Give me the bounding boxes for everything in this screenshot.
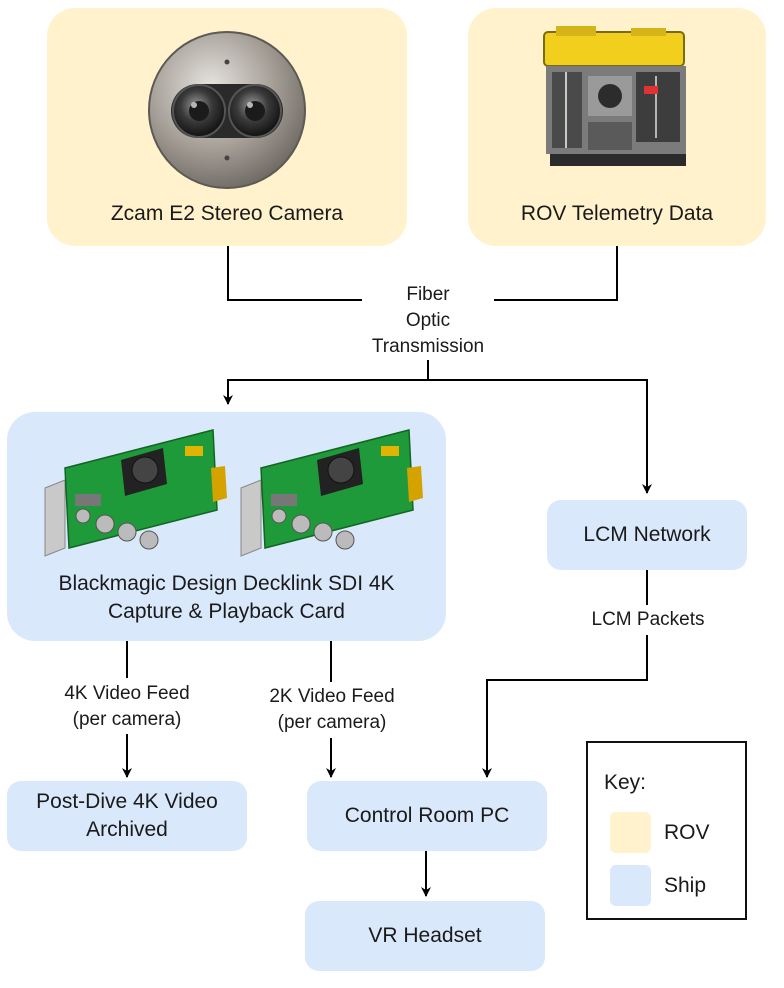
telemetry-label: ROV Telemetry Data: [520, 202, 714, 225]
legend-ship-label: Ship: [664, 874, 707, 897]
camera-label: Zcam E2 Stereo Camera: [110, 202, 344, 225]
camera-to-fiber-line: [227, 246, 362, 301]
telemetry-to-fiber-line: [494, 246, 618, 301]
decklink-label: Blackmagic Design Decklink SDI 4K Captur…: [7, 570, 446, 626]
capture-card-left: [44, 429, 227, 557]
feed-4k-label: 4K Video Feed (per camera): [47, 681, 207, 733]
archive-label-line1: Post-Dive 4K Video: [36, 790, 218, 813]
legend-key: Key: ROV Ship: [586, 741, 747, 920]
fiber-line3: Transmission: [371, 336, 485, 357]
fiber-line1: Fiber: [406, 284, 450, 305]
telemetry-node: ROV Telemetry Data: [468, 8, 766, 246]
feed-2k-line2: (per camera): [277, 712, 387, 733]
decklink-label-line2: Capture & Playback Card: [108, 600, 345, 623]
feed-2k-label: 2K Video Feed (per camera): [251, 684, 413, 736]
feed-4k-line2: (per camera): [72, 709, 182, 730]
fiber-line2: Optic: [405, 310, 451, 331]
capture-card-right: [240, 429, 423, 557]
vr-headset-label: VR Headset: [368, 924, 482, 947]
lcm-network-node: LCM Network: [547, 500, 747, 570]
decklink-label-line1: Blackmagic Design Decklink SDI 4K: [58, 572, 395, 595]
legend-rov-swatch: [610, 812, 651, 853]
control-pc-node: Control Room PC: [307, 781, 547, 851]
stereo-camera-image: [148, 31, 306, 189]
legend-rov-label: ROV: [664, 821, 710, 844]
lcm-network-label: LCM Network: [583, 523, 711, 546]
legend-ship-swatch: [610, 865, 651, 906]
legend-title: Key:: [604, 771, 647, 794]
lcm-to-pc-line: [482, 635, 648, 778]
fiber-optic-label: Fiber Optic Transmission: [362, 282, 494, 360]
fiber-to-decklink-line: [223, 379, 428, 405]
archive-node: Post-Dive 4K Video Archived: [7, 781, 247, 851]
archive-label: Post-Dive 4K Video Archived: [7, 781, 247, 851]
control-pc-label: Control Room PC: [344, 804, 510, 827]
vr-headset-node: VR Headset: [305, 901, 545, 971]
decklink-node: Blackmagic Design Decklink SDI 4K Captur…: [7, 412, 446, 641]
capture-card-image: [44, 429, 423, 557]
camera-node: Zcam E2 Stereo Camera: [47, 8, 407, 246]
fiber-to-lcm-line: [428, 379, 652, 494]
archive-label-line2: Archived: [86, 818, 168, 841]
lcm-packets-label: LCM Packets: [578, 607, 718, 633]
rov-vehicle-image: [543, 26, 686, 166]
feed-2k-line1: 2K Video Feed: [269, 686, 395, 707]
feed-4k-line1: 4K Video Feed: [64, 683, 190, 704]
